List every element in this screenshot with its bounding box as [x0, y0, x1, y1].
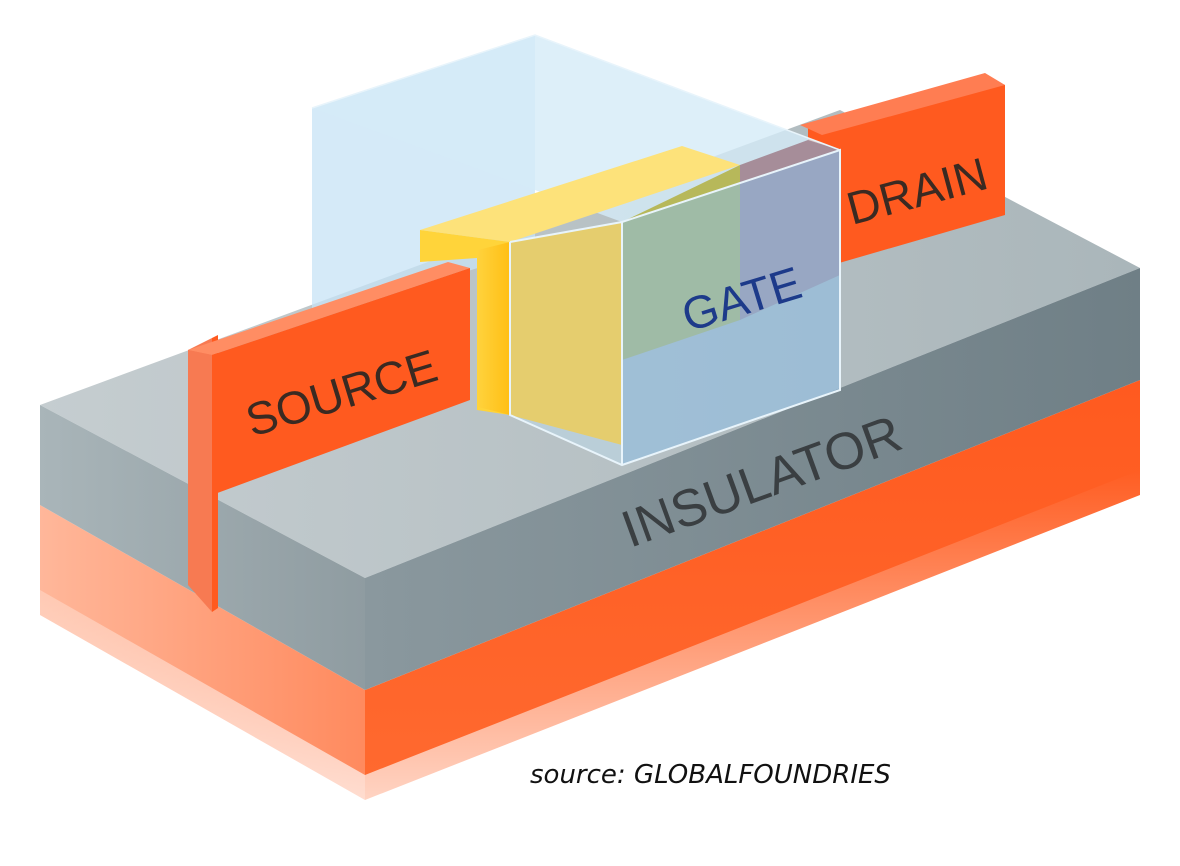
- substrate-bottom-fade: [40, 470, 1140, 866]
- drain-front-face: [808, 78, 1005, 272]
- spacer-top: [420, 146, 740, 242]
- source-region: [188, 262, 470, 505]
- spacer-front-face: [478, 242, 510, 415]
- source-top-edge: [188, 262, 470, 355]
- gate-front-face: [622, 150, 840, 465]
- substrate: [40, 380, 1140, 866]
- gate-left-face: [510, 222, 622, 465]
- gate-glass-front: [311, 34, 841, 467]
- substrate-front-face: [365, 380, 1140, 800]
- drain-region: [800, 73, 1005, 272]
- source-side-face: [188, 350, 212, 505]
- spacer-main-face: [510, 222, 622, 445]
- substrate-left-face: [40, 505, 365, 800]
- drain-top-edge: [800, 73, 1005, 135]
- source-front-face: [212, 268, 470, 495]
- gate-edge-top: [311, 34, 841, 151]
- insulator-front-face: [365, 268, 1140, 690]
- source-caption: source: GLOBALFOUNDRIES: [530, 760, 891, 790]
